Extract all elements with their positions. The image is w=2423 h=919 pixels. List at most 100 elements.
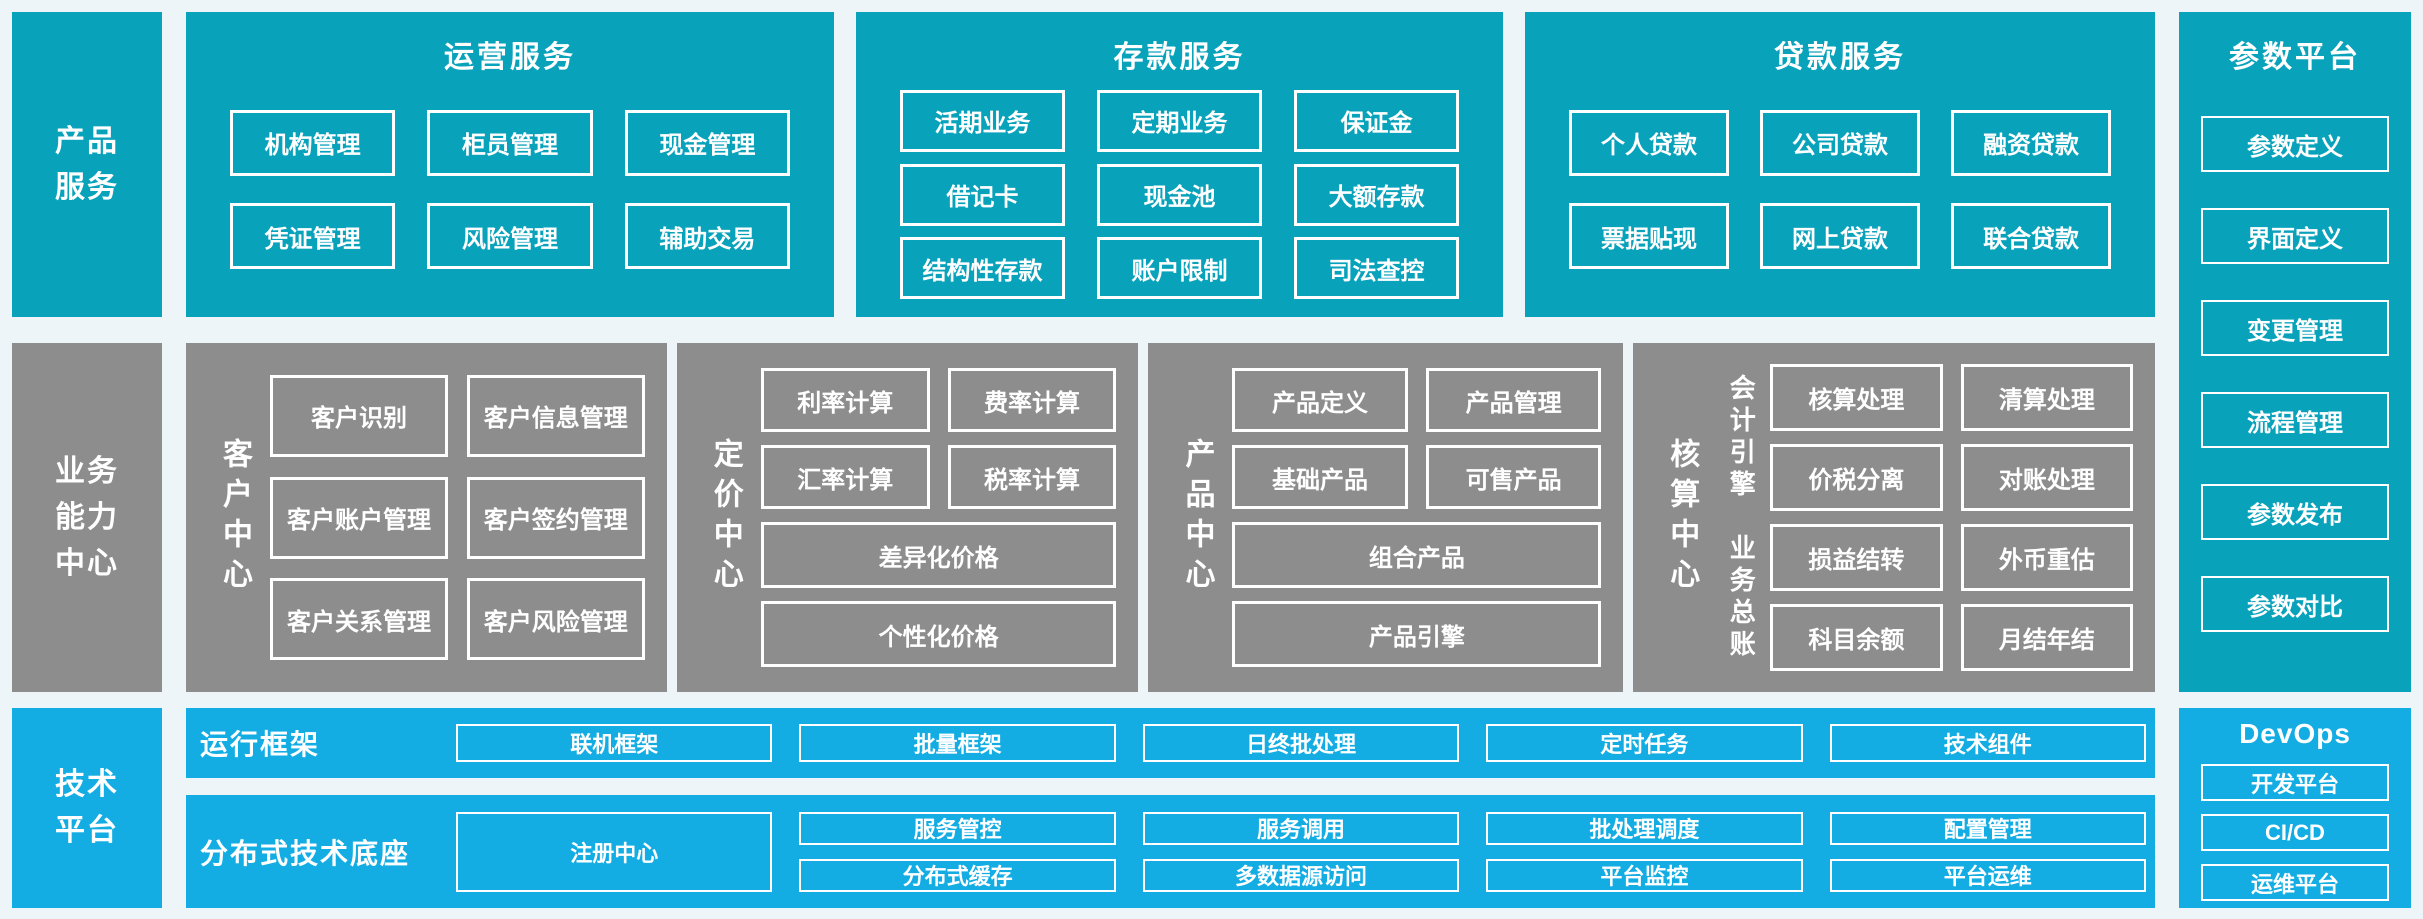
box-rows: 损益结转 外币重估 科目余额 月结年结	[1770, 524, 2134, 671]
rail-business-capability-label: 业务能力中心	[55, 454, 119, 580]
arch-box: 组合产品	[1232, 522, 1602, 588]
arch-box: 结构性存款	[900, 237, 1065, 300]
accounting-group-ledger: 业务总账 损益结转 外币重估 科目余额 月结年结	[1717, 524, 2134, 671]
arch-box: 机构管理	[230, 109, 396, 176]
arch-box: 日终批处理	[1142, 724, 1460, 762]
box-row: 票据贴现 网上贷款 联合贷款	[1569, 203, 2111, 270]
section-customer-center: 客户中心 客户识别 客户信息管理 客户账户管理 客户签约管理 客户关系管理 客户…	[186, 343, 667, 692]
group-label: 业务总账	[1726, 533, 1757, 662]
section-title: 运营服务	[444, 41, 576, 74]
arch-box: 产品管理	[1426, 368, 1602, 432]
product-services-row: 运营服务 机构管理 柜员管理 现金管理 凭证管理 风险管理 辅助交易 存款服务	[186, 12, 2155, 317]
arch-box: 凭证管理	[230, 203, 396, 270]
section-loan-services: 贷款服务 个人贷款 公司贷款 融资贷款 票据贴现 网上贷款 联合贷款	[1525, 12, 2155, 317]
box-rows: 产品定义 产品管理 基础产品 可售产品 组合产品 产品引擎	[1232, 343, 1623, 692]
center-label: 定价中心	[708, 437, 742, 598]
arch-box: 配置管理	[1829, 811, 2146, 845]
arch-box: 清算处理	[1960, 364, 2134, 431]
arch-box: 批处理调度	[1486, 811, 1803, 845]
arch-box: 客户关系管理	[270, 578, 448, 661]
center-label: 产品中心	[1180, 437, 1214, 598]
arch-box: 风险管理	[427, 203, 593, 270]
box-row: 产品定义 产品管理	[1232, 368, 1602, 432]
arch-box: 服务调用	[1142, 811, 1460, 845]
section-title: DevOps	[2239, 718, 2351, 749]
left-rail: 产品服务 业务能力中心 技术平台	[12, 12, 162, 908]
section-product-center: 产品中心 产品定义 产品管理 基础产品 可售产品 组合产品 产品引擎	[1148, 343, 1624, 692]
arch-box: 现金池	[1097, 163, 1262, 226]
arch-box: 账户限制	[1097, 237, 1262, 300]
box-rows: 活期业务 定期业务 保证金 借记卡 现金池 大额存款 结构性存款 账户限制 司法…	[856, 76, 1503, 317]
arch-box: 对账处理	[1960, 444, 2134, 511]
arch-box: 辅助交易	[624, 203, 791, 270]
arch-box: 定时任务	[1486, 724, 1803, 762]
arch-box: 个性化价格	[760, 601, 1117, 667]
distributed-base-bar: 分布式技术底座 注册中心 服务管控 服务调用 批处理调度 配置管理 分布式缓存 …	[186, 795, 2155, 908]
rail-product-services: 产品服务	[12, 12, 162, 317]
box-rows: 客户识别 客户信息管理 客户账户管理 客户签约管理 客户关系管理 客户风险管理	[270, 343, 667, 692]
arch-box: 利率计算	[760, 368, 930, 432]
arch-box: 界面定义	[2201, 208, 2389, 264]
arch-box: 损益结转	[1770, 524, 1943, 591]
arch-box: 基础产品	[1232, 445, 1408, 509]
box-rows: 利率计算 费率计算 汇率计算 税率计算 差异化价格 个性化价格	[760, 343, 1139, 692]
arch-box: 客户风险管理	[466, 578, 645, 661]
arch-box: 注册中心	[456, 811, 773, 892]
rail-product-services-label: 产品服务	[55, 124, 119, 204]
arch-box: 批量框架	[799, 724, 1116, 762]
arch-box: 费率计算	[947, 368, 1117, 432]
box-row: 客户识别 客户信息管理	[270, 374, 645, 457]
group-label: 会计引擎	[1726, 373, 1757, 502]
arch-box: 差异化价格	[760, 522, 1117, 588]
box-row: 基础产品 可售产品	[1232, 445, 1602, 509]
arch-box: 司法查控	[1294, 237, 1460, 300]
section-accounting-center: 核算中心 会计引擎 核算处理 清算处理 价税分离 对账处理	[1633, 343, 2156, 692]
arch-box: 参数发布	[2201, 484, 2389, 540]
arch-box: 核算处理	[1770, 364, 1943, 431]
arch-box: CI/CD	[2201, 814, 2389, 851]
arch-box: 票据贴现	[1569, 203, 1729, 270]
box-row: 凭证管理 风险管理 辅助交易	[230, 203, 791, 270]
arch-box: 平台运维	[1829, 858, 2146, 892]
section-parameter-platform: 参数平台 参数定义 界面定义 变更管理 流程管理 参数发布 参数对比	[2179, 12, 2411, 692]
bar-label: 运行框架	[200, 729, 321, 760]
arch-box: 科目余额	[1770, 604, 1943, 671]
section-title: 贷款服务	[1774, 41, 1907, 74]
accounting-groups: 会计引擎 核算处理 清算处理 价税分离 对账处理	[1717, 343, 2155, 692]
box-row: 联机框架 批量框架 日终批处理 定时任务 技术组件	[456, 724, 2146, 762]
arch-box: 公司贷款	[1760, 109, 1920, 176]
arch-box: 联合贷款	[1951, 203, 2111, 270]
box-rows: 个人贷款 公司贷款 融资贷款 票据贴现 网上贷款 联合贷款	[1525, 76, 2155, 317]
arch-box: 客户信息管理	[466, 374, 645, 457]
section-deposit-services: 存款服务 活期业务 定期业务 保证金 借记卡 现金池 大额存款 结构性存款 账户	[856, 12, 1504, 317]
arch-box: 客户签约管理	[466, 476, 645, 559]
arch-box: 借记卡	[900, 163, 1065, 226]
rail-tech-platform-label: 技术平台	[55, 768, 119, 847]
arch-box: 网上贷款	[1760, 203, 1920, 270]
arch-box: 技术组件	[1829, 724, 2146, 762]
box-rows: 机构管理 柜员管理 现金管理 凭证管理 风险管理 辅助交易	[186, 76, 834, 317]
arch-box: 可售产品	[1426, 445, 1602, 509]
box-rows: 核算处理 清算处理 价税分离 对账处理	[1770, 364, 2134, 511]
arch-box: 大额存款	[1294, 163, 1460, 226]
arch-box: 参数对比	[2201, 576, 2389, 632]
arch-box: 保证金	[1294, 89, 1460, 152]
box-row: 核算处理 清算处理	[1770, 364, 2134, 431]
rail-business-capability-center: 业务能力中心	[12, 343, 162, 692]
arch-box: 开发平台	[2201, 764, 2389, 801]
arch-box: 产品引擎	[1232, 601, 1602, 667]
business-capability-row: 客户中心 客户识别 客户信息管理 客户账户管理 客户签约管理 客户关系管理 客户…	[186, 343, 2156, 692]
section-pricing-center: 定价中心 利率计算 费率计算 汇率计算 税率计算 差异化价格 个性化价格	[676, 343, 1139, 692]
arch-box: 汇率计算	[760, 445, 930, 509]
box-row: 个人贷款 公司贷款 融资贷款	[1569, 109, 2111, 176]
arch-box: 平台监控	[1486, 858, 1803, 892]
arch-box: 融资贷款	[1951, 109, 2111, 176]
center-label: 客户中心	[218, 437, 251, 598]
arch-box: 定期业务	[1097, 89, 1262, 152]
arch-box: 参数定义	[2201, 116, 2389, 172]
runtime-framework-bar: 运行框架 联机框架 批量框架 日终批处理 定时任务 技术组件	[186, 708, 2155, 778]
box-row: 活期业务 定期业务 保证金	[900, 89, 1460, 152]
section-title: 参数平台	[2229, 41, 2361, 74]
right-rail: 参数平台 参数定义 界面定义 变更管理 流程管理 参数发布 参数对比 DevOp…	[2179, 12, 2411, 908]
